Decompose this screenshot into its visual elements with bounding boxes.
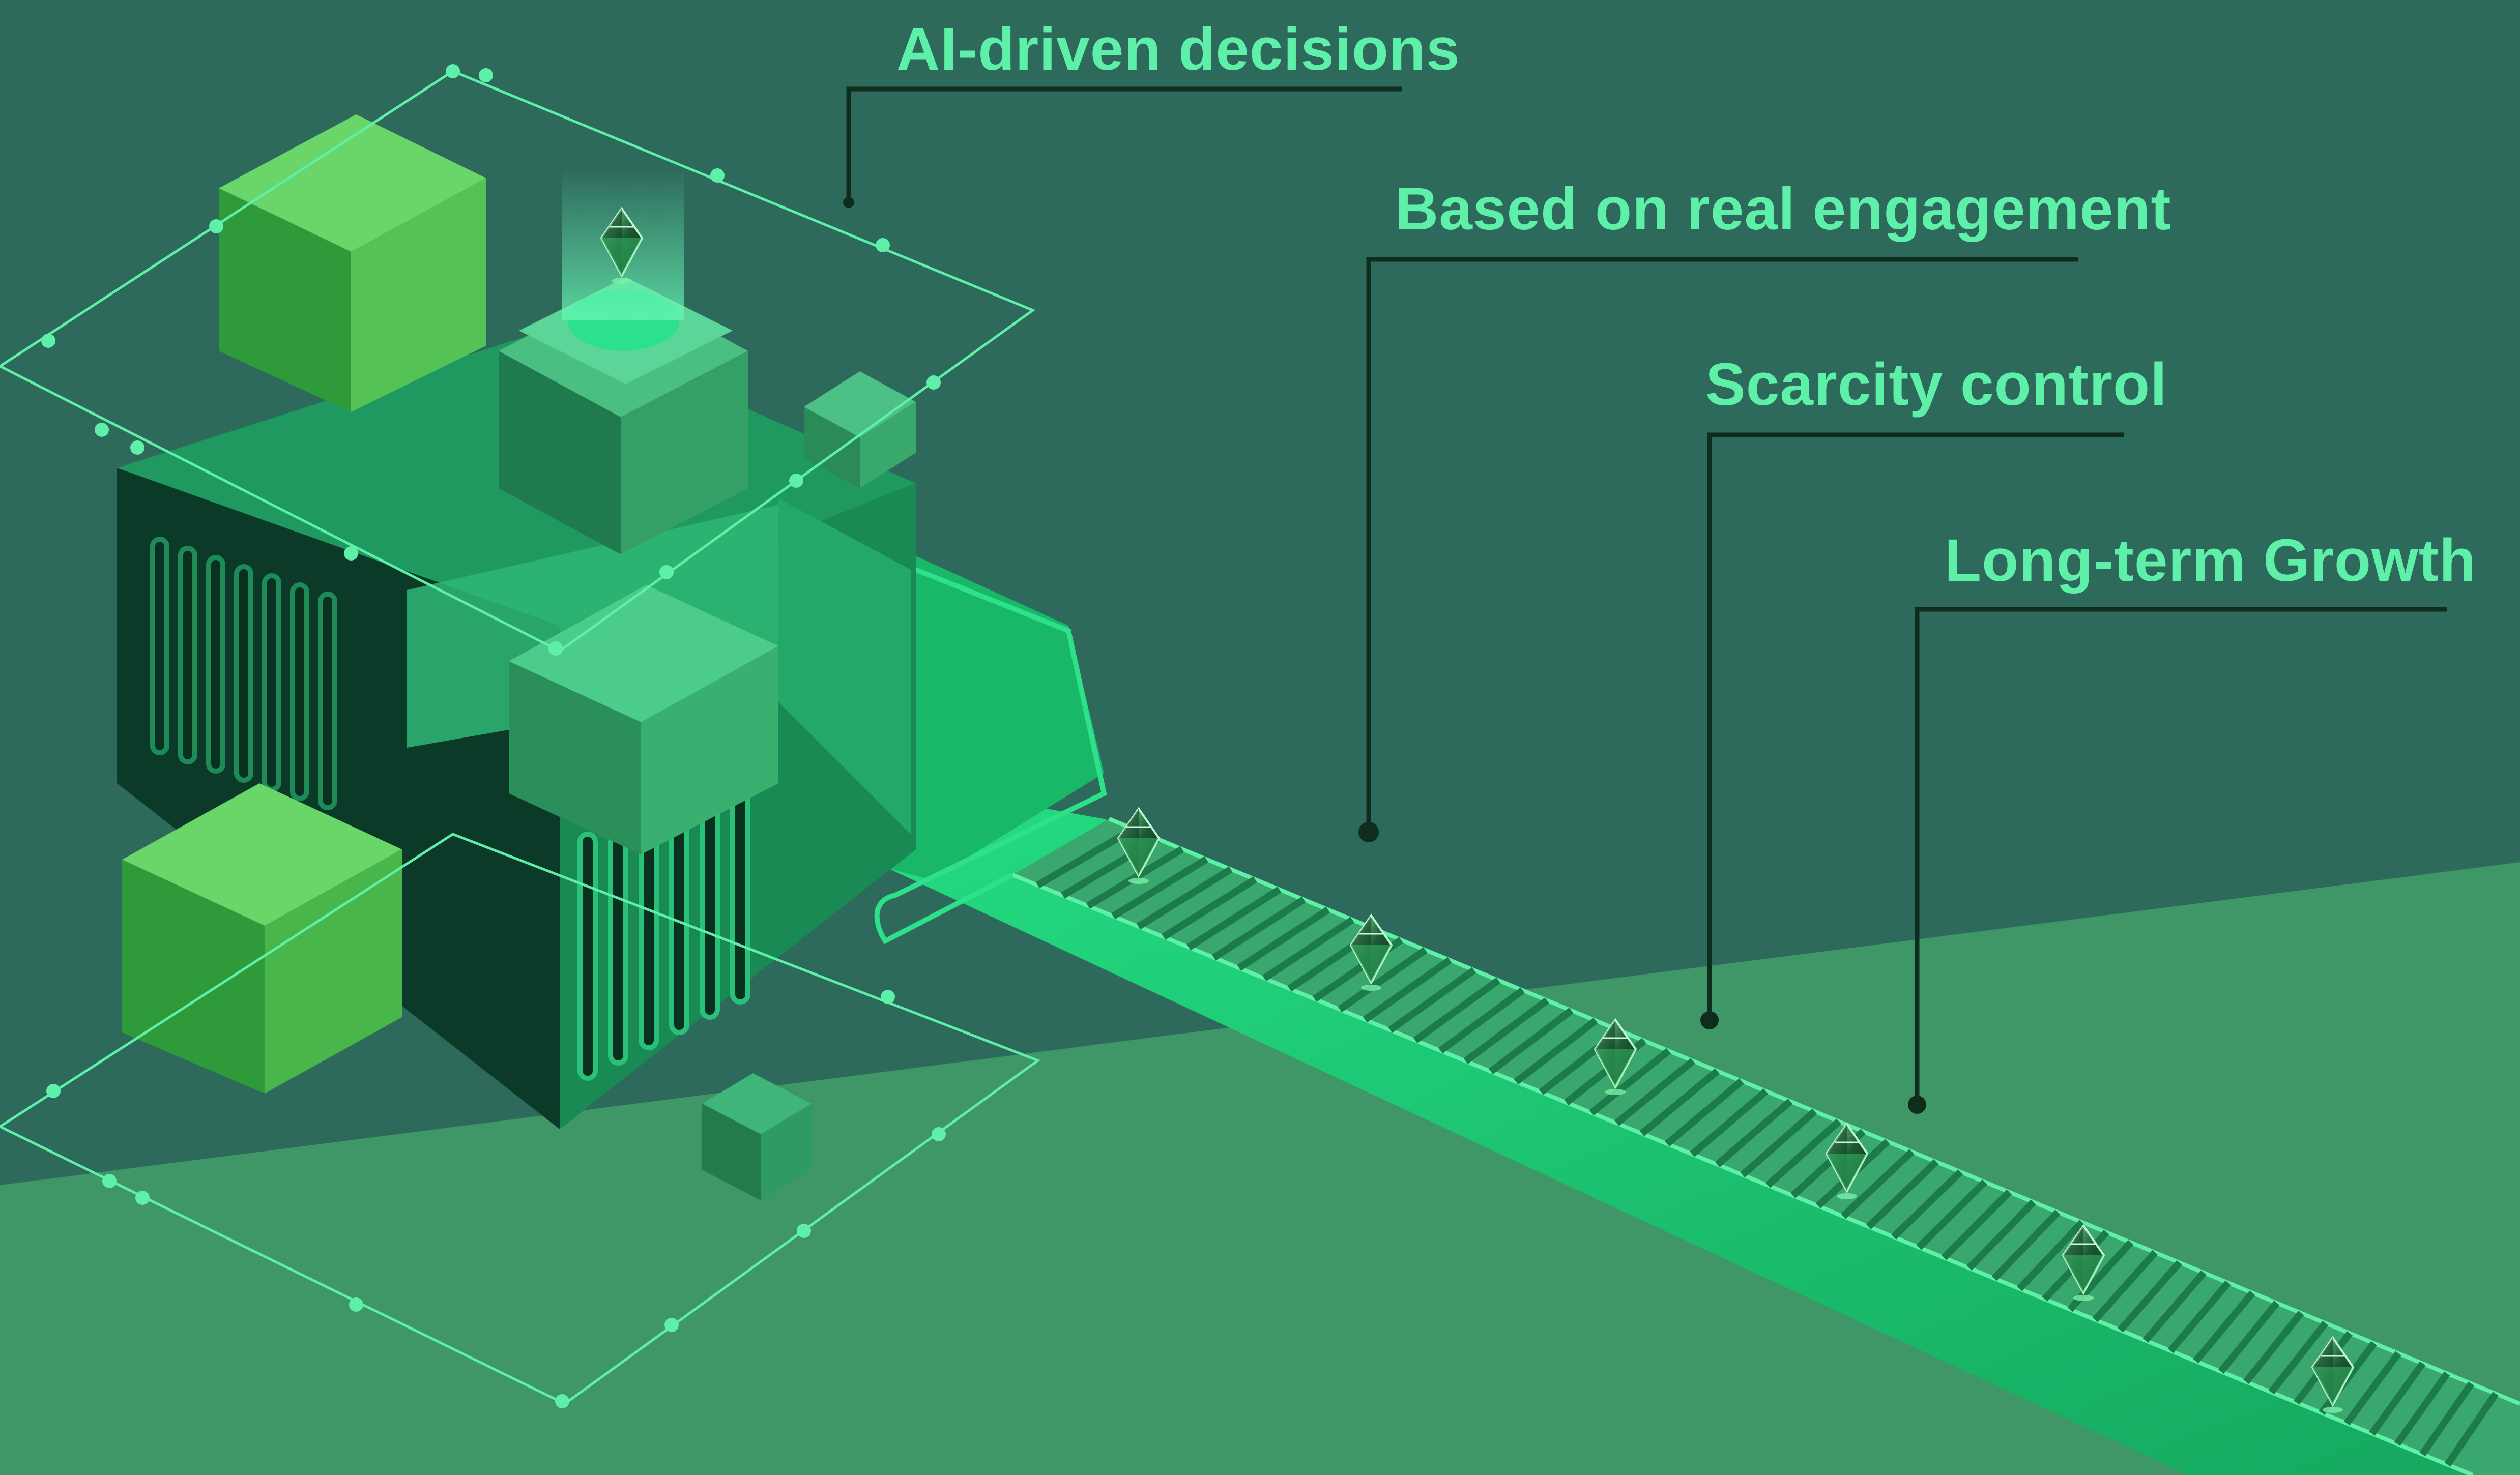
- belt-slat: [2243, 1311, 2304, 1384]
- belt-slat: [1740, 1108, 1817, 1178]
- belt-slat: [1338, 947, 1428, 1013]
- belt-slat: [1438, 987, 1525, 1054]
- belt-slat: [2142, 1270, 2207, 1343]
- machine-vent: [150, 537, 169, 755]
- belt-slat: [1162, 876, 1257, 940]
- wireframe-node: [876, 238, 890, 252]
- belt-slat: [1186, 886, 1282, 951]
- wireframe-node: [548, 641, 563, 656]
- wireframe-frames: [0, 70, 1041, 1405]
- cube-medium-center: [509, 585, 778, 854]
- wireframe-node: [102, 1174, 117, 1188]
- belt-slat: [2092, 1250, 2158, 1322]
- wireframe-node: [789, 474, 803, 488]
- machine-vent: [577, 832, 598, 1081]
- belt-slat: [1690, 1088, 1769, 1157]
- belt-slat: [1488, 1008, 1574, 1075]
- wireframe-node: [95, 423, 109, 437]
- wireframe-nodes: [41, 64, 946, 1408]
- conveyor-belt: [875, 778, 2520, 1475]
- belt-slat: [1111, 856, 1208, 920]
- wireframe-node: [479, 68, 493, 82]
- belt-slat: [1916, 1179, 1988, 1250]
- wireframe-node: [932, 1127, 946, 1141]
- belt-slat: [2017, 1220, 2085, 1291]
- belt-slat: [2117, 1260, 2182, 1333]
- wireframe-node: [555, 1394, 569, 1408]
- belt-slat: [1589, 1048, 1671, 1116]
- belt-slat: [1715, 1098, 1793, 1167]
- wireframe-node: [344, 546, 358, 560]
- leader-end-dots: [843, 197, 1926, 1114]
- wireframe-node: [659, 565, 674, 579]
- cube-large-bottom: [122, 783, 402, 1094]
- belt-slat: [1463, 997, 1549, 1064]
- belt-slat: [1413, 977, 1501, 1044]
- belt-slat: [1866, 1159, 1939, 1229]
- belt-slat: [2268, 1321, 2329, 1395]
- wireframe-node: [130, 440, 144, 455]
- leader-based-on-real-engagement: [1366, 257, 2078, 832]
- belt-slat: [1262, 917, 1354, 982]
- wireframe-node: [881, 990, 895, 1004]
- machine-vent: [206, 555, 225, 774]
- machine-vent: [178, 546, 197, 764]
- belt-slat: [1941, 1189, 2012, 1260]
- belt-slat: [2369, 1361, 2426, 1436]
- wireframe-node: [349, 1297, 363, 1312]
- cube-small-floor: [702, 1073, 812, 1200]
- callout-long-term-growth: Long-term Growth: [1945, 527, 2477, 594]
- wireframe-node: [209, 219, 223, 233]
- belt-slat: [2343, 1351, 2401, 1426]
- belt-slat: [1237, 906, 1330, 971]
- belt-slat: [1765, 1118, 1841, 1188]
- wireframe-node: [135, 1191, 150, 1205]
- belt-slat: [1665, 1078, 1744, 1147]
- machine-vent: [318, 592, 337, 810]
- belt-slat: [1363, 957, 1452, 1023]
- cube-small-right: [804, 371, 916, 488]
- belt-slat: [2444, 1392, 2499, 1467]
- belt-slat: [1086, 846, 1184, 909]
- belt-slat: [2167, 1280, 2231, 1353]
- wireframe-node: [41, 334, 55, 348]
- belt-slat: [2218, 1301, 2280, 1374]
- belt-slat: [1991, 1210, 2061, 1281]
- callout-based-on-real-engagement: Based on real engagement: [1395, 175, 2171, 243]
- belt-slat: [1841, 1149, 1915, 1219]
- belt-slat: [1136, 866, 1233, 930]
- wireframe-node: [926, 375, 941, 390]
- callout-leaders: [846, 86, 2447, 1104]
- leader-scarcity-control: [1707, 432, 2124, 1020]
- belt-slat: [1514, 1018, 1598, 1085]
- wireframe-node: [46, 1084, 61, 1098]
- machine-vent: [262, 573, 281, 792]
- belt-slat: [1212, 896, 1306, 961]
- callout-ai-driven-decisions: AI-driven decisions: [896, 16, 1460, 83]
- leader-ai-driven-decisions: [846, 86, 1402, 201]
- belt-slat: [1966, 1199, 2036, 1271]
- belt-slat: [1388, 967, 1476, 1033]
- belt-slat: [1614, 1058, 1695, 1126]
- wireframe-node: [446, 64, 460, 78]
- belt-slat: [2193, 1290, 2255, 1364]
- wireframe-node: [797, 1224, 811, 1238]
- machine-vent: [608, 816, 628, 1066]
- callout-scarcity-control: Scarcity control: [1705, 351, 2167, 418]
- belt-slat: [1891, 1169, 1963, 1240]
- belt-slat: [2394, 1371, 2450, 1447]
- wireframe-node: [664, 1318, 679, 1332]
- wireframe-node: [710, 168, 725, 183]
- leader-long-term-growth: [1915, 607, 2447, 1104]
- belt-slat: [1639, 1068, 1720, 1137]
- machine-vent: [290, 582, 309, 801]
- machine-vent: [234, 564, 253, 783]
- belt-slat: [2419, 1381, 2475, 1457]
- cube-large-top: [219, 114, 486, 412]
